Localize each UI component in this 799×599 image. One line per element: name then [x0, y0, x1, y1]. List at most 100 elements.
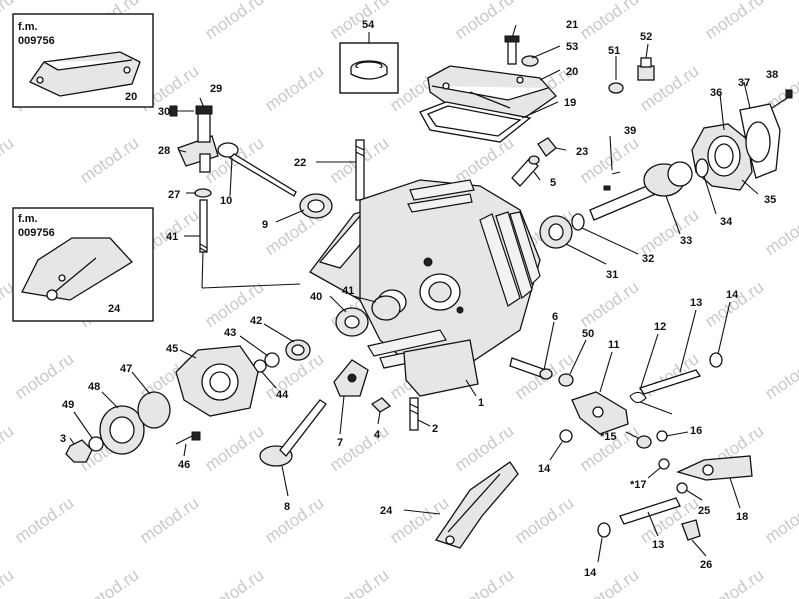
housing-45 — [175, 345, 259, 417]
watermark-text: motod.ru — [511, 493, 577, 547]
shaft-33 — [589, 161, 693, 221]
pin-6 — [509, 357, 553, 380]
label-1: 1 — [478, 397, 484, 409]
cap-23 — [537, 137, 557, 157]
watermark-text: motod.ru — [761, 493, 799, 547]
label-7: 7 — [337, 437, 343, 449]
washer-14-left — [559, 429, 573, 443]
watermark-text: motod.ru — [576, 277, 642, 331]
label-23: 23 — [576, 146, 588, 158]
label-2: 2 — [432, 423, 438, 435]
watermark-text: motod.ru — [576, 133, 642, 187]
label-33: 33 — [680, 235, 692, 247]
inset-top-line1: f.m. — [18, 21, 38, 33]
label-11: 11 — [608, 339, 620, 351]
watermark-text: motod.ru — [636, 205, 702, 259]
rocker-arm-11 — [571, 391, 629, 435]
label-49: 49 — [62, 399, 74, 411]
label-37: 37 — [738, 77, 750, 89]
label-43: 43 — [224, 327, 236, 339]
label-48: 48 — [88, 381, 100, 393]
label-27: 27 — [168, 189, 180, 201]
watermark-text: motod.ru — [261, 493, 327, 547]
label-42: 42 — [250, 315, 262, 327]
screw-38 — [771, 89, 793, 109]
watermark-text: motod.ru — [576, 0, 642, 43]
label-30: 30 — [158, 106, 170, 118]
ring-32 — [571, 213, 585, 231]
watermark-text: motod.ru — [201, 565, 267, 599]
label-41-lower: 41 — [342, 285, 354, 297]
label-12: 12 — [654, 321, 666, 333]
label-34: 34 — [720, 216, 733, 228]
watermark-text: motod.ru — [761, 205, 799, 259]
label-36: 36 — [710, 87, 722, 99]
label-29: 29 — [210, 83, 222, 95]
watermark-text: motod.ru — [701, 277, 767, 331]
stud-22 — [355, 139, 365, 201]
washer-50 — [558, 373, 574, 387]
watermark-text: motod.ru — [136, 493, 202, 547]
watermark-text: motod.ru — [0, 421, 17, 475]
cylinder-head — [309, 179, 541, 397]
watermark-text: motod.ru — [761, 349, 799, 403]
part-26 — [681, 519, 701, 541]
inset-box-top: f.m. 009756 20 — [12, 13, 154, 108]
label-17: *17 — [630, 479, 647, 491]
watermark-text: motod.ru — [326, 0, 392, 43]
spring-12 — [629, 391, 673, 415]
label-24: 24 — [380, 505, 393, 517]
watermark-text: motod.ru — [201, 421, 267, 475]
stud-41-left — [199, 199, 208, 253]
valve-10 — [217, 142, 297, 197]
part-17 — [658, 458, 670, 470]
label-16: 16 — [690, 425, 702, 437]
inset-top-part: 20 — [125, 91, 137, 103]
label-35: 35 — [764, 194, 776, 206]
oring-27 — [194, 188, 212, 198]
nut-3 — [65, 439, 93, 463]
part-15 — [636, 435, 652, 449]
label-50: 50 — [582, 328, 594, 340]
label-6: 6 — [552, 311, 558, 323]
label-44: 44 — [276, 389, 289, 401]
watermark-text: motod.ru — [451, 133, 517, 187]
watermark-text: motod.ru — [0, 133, 17, 187]
watermark-text: motod.ru — [326, 565, 392, 599]
label-22: 22 — [294, 157, 306, 169]
bearing-42 — [285, 339, 311, 361]
label-18: 18 — [736, 511, 748, 523]
key-39 — [611, 171, 621, 175]
rocker-arm-18 — [676, 455, 753, 481]
label-46: 46 — [178, 459, 190, 471]
label-26: 26 — [700, 559, 712, 571]
shaft-13-lower — [619, 497, 681, 525]
label-31: 31 — [606, 269, 618, 281]
label-25: 25 — [698, 505, 710, 517]
washer-25 — [676, 482, 688, 494]
washer-14-lower — [597, 522, 611, 538]
seal-9 — [299, 193, 333, 219]
watermark-text: motod.ru — [11, 349, 77, 403]
label-39: 39 — [624, 125, 636, 137]
watermark-text: motod.ru — [76, 565, 142, 599]
label-20: 20 — [566, 66, 578, 78]
inset-mid-part: 24 — [108, 303, 121, 315]
watermark-text: motod.ru — [11, 493, 77, 547]
washer-53 — [521, 55, 539, 67]
washer-49 — [88, 436, 104, 452]
label-13-lower: 13 — [652, 539, 664, 551]
inset-top-line2: 009756 — [18, 35, 55, 47]
label-32: 32 — [642, 253, 654, 265]
label-4: 4 — [374, 429, 381, 441]
label-47: 47 — [120, 363, 132, 375]
inset-mid-line2: 009756 — [18, 227, 55, 239]
ring-43 — [264, 352, 280, 368]
label-9: 9 — [262, 219, 268, 231]
fitting-28-29-30 — [169, 105, 219, 173]
cover-24 — [434, 461, 519, 549]
plug-52 — [637, 57, 655, 81]
leader-lines — [69, 24, 759, 563]
bolt-46 — [175, 431, 201, 445]
